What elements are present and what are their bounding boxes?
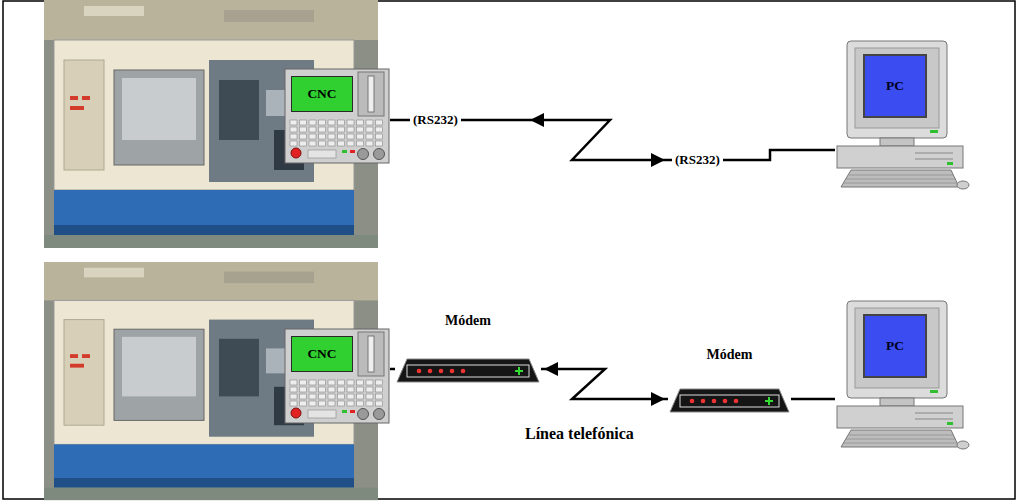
connector xyxy=(791,399,835,400)
arrow-head xyxy=(651,392,665,406)
device-label: Módem xyxy=(395,312,541,330)
screen-label: PC xyxy=(863,54,927,118)
cnc-panel: CNC xyxy=(284,328,390,424)
modem-drawing xyxy=(395,356,541,384)
cnc-machine-photo xyxy=(44,262,378,500)
screen-label: CNC xyxy=(291,76,353,112)
cnc-panel: CNC xyxy=(284,68,390,164)
arrow-head xyxy=(651,153,665,167)
connector-line xyxy=(390,368,395,371)
pc-computer: PC xyxy=(835,40,970,192)
edge-label: Línea telefónica xyxy=(522,424,637,444)
connector-line xyxy=(541,369,668,399)
device-label: Módem xyxy=(668,346,791,364)
connector xyxy=(541,362,668,406)
port-label: (RS232) xyxy=(672,152,723,168)
screen-label: PC xyxy=(863,314,927,378)
connector xyxy=(390,369,395,370)
arrow-head xyxy=(544,362,558,376)
connector-line xyxy=(791,398,835,401)
cnc-machine-photo xyxy=(44,0,378,248)
port-label: (RS232) xyxy=(410,112,461,128)
screen-label: CNC xyxy=(291,336,353,372)
connector xyxy=(390,113,835,167)
pc-computer: PC xyxy=(835,300,970,452)
modem-device: Módem xyxy=(668,346,791,412)
arrow-head xyxy=(530,113,544,127)
modem-device: Módem xyxy=(395,312,541,384)
modem-drawing xyxy=(668,386,791,414)
